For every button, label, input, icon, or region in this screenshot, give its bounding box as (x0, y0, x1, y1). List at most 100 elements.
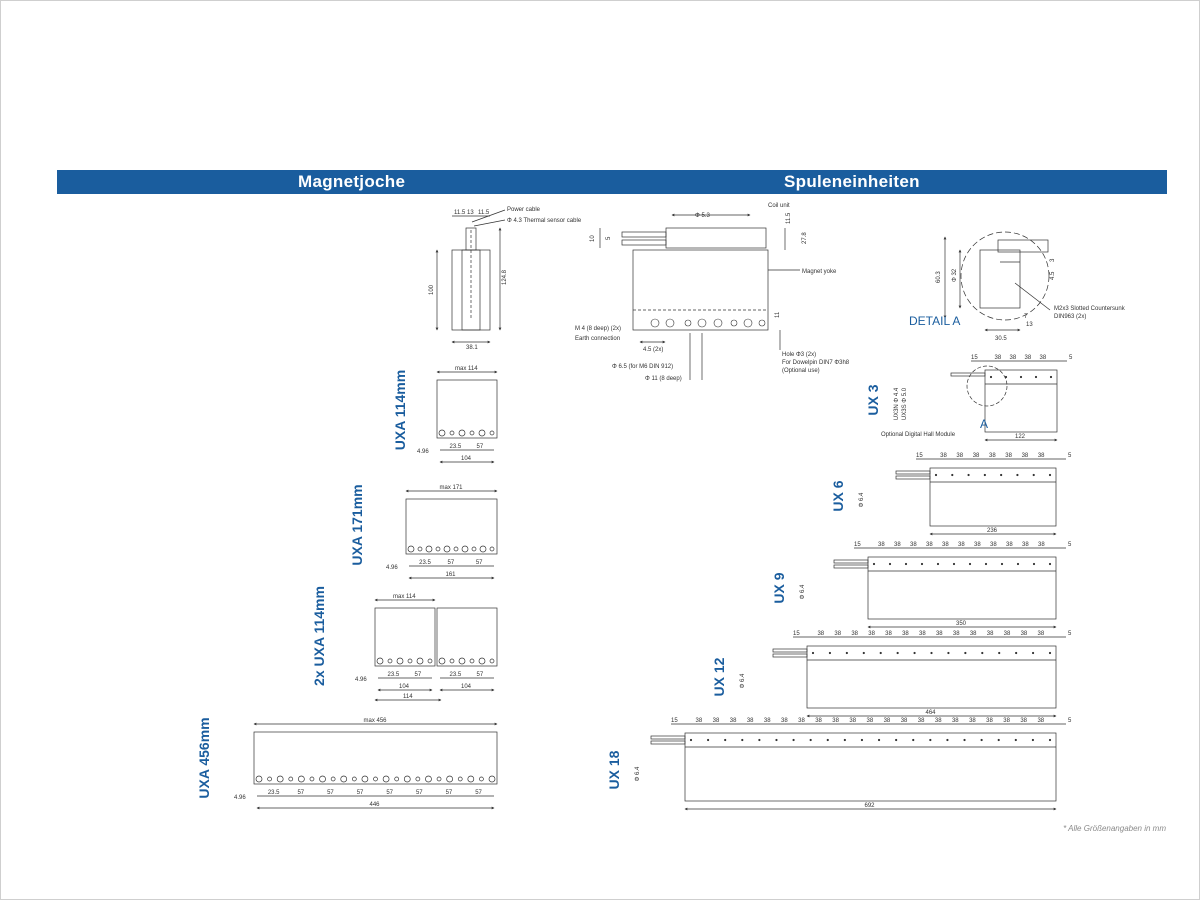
coil-pitch-dim: 38 (952, 718, 959, 724)
coil-mount-hole (967, 473, 970, 477)
yoke-label: UXA 456mm (196, 717, 212, 798)
yoke-hole (416, 657, 424, 665)
coil-mount-hole (998, 651, 1001, 655)
coil-pitch-dim: 38 (1038, 631, 1045, 637)
yoke-hole (458, 657, 466, 665)
coil-body (806, 645, 1057, 709)
coil-mount-hole (1032, 562, 1036, 566)
coil-mount-hole (826, 738, 829, 742)
coil-mount-hole (843, 738, 846, 742)
hall-module-label: Optional Digital Hall Module (881, 432, 956, 438)
side-height-dim: 100 (429, 284, 435, 295)
coil-mount-hole (963, 738, 966, 742)
front-dim-a: 11.5 (786, 212, 792, 224)
coil-pitch-dim: 38 (867, 718, 874, 724)
yoke-hole (469, 430, 475, 436)
detail-a-marker: A (980, 417, 988, 431)
coil-cable (772, 653, 808, 658)
yoke-total-dim: 104 (461, 456, 472, 462)
coil-label: UX 18 (606, 750, 622, 789)
front-dim-d: 5 (606, 236, 612, 240)
coil-mount-hole (1048, 562, 1052, 566)
yoke-hole (309, 776, 315, 782)
yoke-hole (298, 775, 305, 783)
hole-label: Hole Φ3 (2x) (782, 352, 816, 358)
footnote: * Alle Größenangaben in mm (1063, 824, 1166, 833)
yoke-hole (458, 429, 466, 437)
coil-pitch-dim: 38 (1040, 355, 1047, 361)
power-cable-label: Power cable (507, 207, 541, 213)
earth-label: Earth connection (575, 336, 620, 342)
coil-mount-hole (1049, 375, 1053, 379)
yoke-hole (436, 776, 442, 782)
coil-total-dim: 464 (926, 710, 937, 716)
front-dim-b: 27.8 (802, 232, 808, 244)
coil-label: UX 3 (865, 384, 881, 415)
yoke-pitch-dim: 23.5 (450, 672, 462, 678)
yoke-hole (276, 775, 284, 783)
yoke-hole (453, 546, 459, 552)
yoke-hole (469, 658, 475, 664)
coil-pitch-dim: 38 (1010, 355, 1017, 361)
coil-pitch-dim: 38 (990, 542, 997, 548)
coil-mount-hole (741, 738, 744, 742)
coil-pitch-dim: 38 (1022, 453, 1029, 459)
coil-first-pitch: 15 (916, 453, 923, 459)
coil-mount-hole (968, 562, 972, 566)
coil-pitch-dim: 38 (1022, 542, 1029, 548)
magnetjoche-heading: Magnetjoche (298, 172, 406, 191)
coil-pitch-dim: 38 (868, 631, 875, 637)
side-top-dim-2: 13 (467, 210, 474, 216)
coil-mount-hole (895, 738, 898, 742)
yoke-hole (489, 430, 495, 436)
coil-mount-hole (904, 562, 908, 566)
coil-mount-hole (775, 738, 778, 742)
coil-mount-hole (1000, 562, 1004, 566)
coil-pitch-dim: 38 (798, 718, 805, 724)
yoke-hole (438, 657, 446, 665)
coil-pitch-dim: 38 (919, 631, 926, 637)
yoke-pair-dim: 114 (403, 694, 413, 700)
yoke-hole (488, 775, 496, 783)
yoke-hole (361, 775, 369, 783)
coil-pitch-dim: 38 (747, 718, 754, 724)
coil-mount-hole (706, 738, 710, 742)
yoke-hole (387, 658, 393, 664)
coil-last-pitch: 5 (1068, 631, 1072, 637)
yoke-hole (479, 545, 487, 553)
coil-mount-hole (896, 651, 899, 655)
coil-pitch-dim: 38 (918, 718, 925, 724)
yoke-second-total-dim: 104 (461, 684, 472, 690)
yoke-hole (417, 546, 423, 552)
coil-cable-dia: Φ 6.4 (800, 584, 806, 599)
coil-mount-hole (758, 738, 761, 742)
yoke-pitch-dim: 57 (475, 790, 482, 796)
yoke-pitch-dim: 57 (477, 444, 484, 450)
detail-dim-3: 3 (1050, 258, 1056, 262)
yoke-pitch-dim: 57 (297, 790, 304, 796)
yoke-hole (478, 429, 486, 437)
thread-label: M 4 (8 deep) (2x) (575, 326, 621, 332)
yoke-hole (489, 658, 495, 664)
yoke-hole (288, 776, 294, 782)
spuleneinheiten-heading: Spuleneinheiten (784, 172, 920, 191)
coil-pitch-dim: 38 (781, 718, 788, 724)
coil-mount-hole (984, 562, 988, 566)
coil-last-pitch: 5 (1069, 355, 1073, 361)
yoke-hole (489, 546, 495, 552)
coil-total-dim: 350 (956, 621, 967, 627)
coil-pitch-dim: 38 (1006, 542, 1013, 548)
coil-mount-hole (951, 473, 954, 477)
coil-mount-hole (952, 562, 956, 566)
yoke-body (436, 379, 498, 439)
coil-pitch-dim: 38 (696, 718, 703, 724)
cable-dia-dim: Φ 5.3 (695, 213, 710, 219)
detail-dim-4: 4.5 (1050, 271, 1056, 280)
yoke-hole (449, 430, 455, 436)
detail-dim-1: 60.3 (936, 271, 942, 283)
coil-unit-label: Coil unit (768, 203, 790, 209)
